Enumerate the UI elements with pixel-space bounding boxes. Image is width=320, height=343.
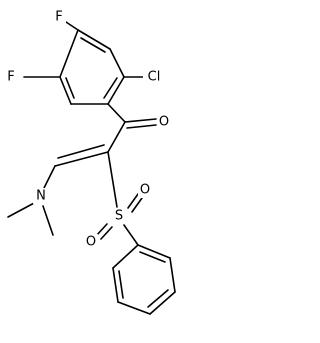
atom-label-fluorine-top: F <box>52 9 66 25</box>
bond-vinyl-n <box>43 165 56 189</box>
bond-s-o-right-1 <box>127 193 139 209</box>
bond-s-o-left-2 <box>100 226 113 240</box>
bond-ring-inner-a <box>80 37 106 53</box>
bond-ring-3 <box>107 76 125 105</box>
bond-carbonyl-1 <box>124 118 157 123</box>
bond-ph-inner-b <box>147 289 169 308</box>
bond-s-phenyl <box>123 224 139 246</box>
bond-alkene-1 <box>54 151 109 167</box>
bond-ring-1 <box>77 29 111 50</box>
bond-carbonyl-2 <box>126 124 157 129</box>
bond-n-methyl-down <box>42 205 54 236</box>
fluorine-left-text: F <box>7 70 14 85</box>
bond-n-methyl-left <box>7 201 37 218</box>
atom-label-sulfur: S <box>112 208 126 224</box>
bond-ph-inner-c <box>118 270 124 299</box>
bond-alpha-s <box>107 151 118 208</box>
fluorine-top-text: F <box>55 10 62 25</box>
bond-ring-5 <box>59 76 72 105</box>
bond-ph-6 <box>112 244 139 269</box>
bond-ring-inner-b <box>103 77 118 99</box>
bond-s-o-right-2 <box>131 197 143 213</box>
sulfur-text: S <box>115 209 123 224</box>
molecule-canvas: F F Cl O N S O O <box>4 9 176 315</box>
nitrogen-text: N <box>36 189 46 204</box>
atom-label-carbonyl-oxygen: O <box>157 114 171 130</box>
sulfonyl-oxygen-right-text: O <box>140 183 150 198</box>
bond-ring-6 <box>59 29 79 78</box>
difluorochlorophenyl-ring <box>59 29 125 105</box>
bond-ph-1 <box>137 244 171 259</box>
sulfonyl-oxygen-left-text: O <box>86 235 96 250</box>
bond-ring-carbonyl <box>107 103 126 123</box>
atom-label-fluorine-left: F <box>4 69 18 85</box>
structure-diagram: F F Cl O N S O O <box>4 9 176 315</box>
phenyl-ring <box>112 244 176 315</box>
atom-label-nitrogen: N <box>33 188 49 204</box>
carbonyl-oxygen-text: O <box>159 115 169 130</box>
atom-label-sulfonyl-oxygen-left: O <box>84 234 98 250</box>
bond-ring-inner-c <box>65 77 75 99</box>
atom-label-sulfonyl-oxygen-right: O <box>138 182 152 198</box>
bond-carbonyl-alpha <box>107 121 126 153</box>
bond-ph-5 <box>112 267 119 303</box>
bond-ring-2 <box>109 48 125 78</box>
bond-ph-4 <box>117 301 151 315</box>
bond-alkene-2 <box>57 144 105 159</box>
chlorine-text: Cl <box>148 70 161 85</box>
atom-label-chlorine: Cl <box>143 69 165 85</box>
bond-ph-inner-a <box>139 251 166 263</box>
bond-ph-2 <box>169 257 176 293</box>
bond-ph-3 <box>149 291 176 315</box>
bond-c-f-top <box>65 21 79 31</box>
